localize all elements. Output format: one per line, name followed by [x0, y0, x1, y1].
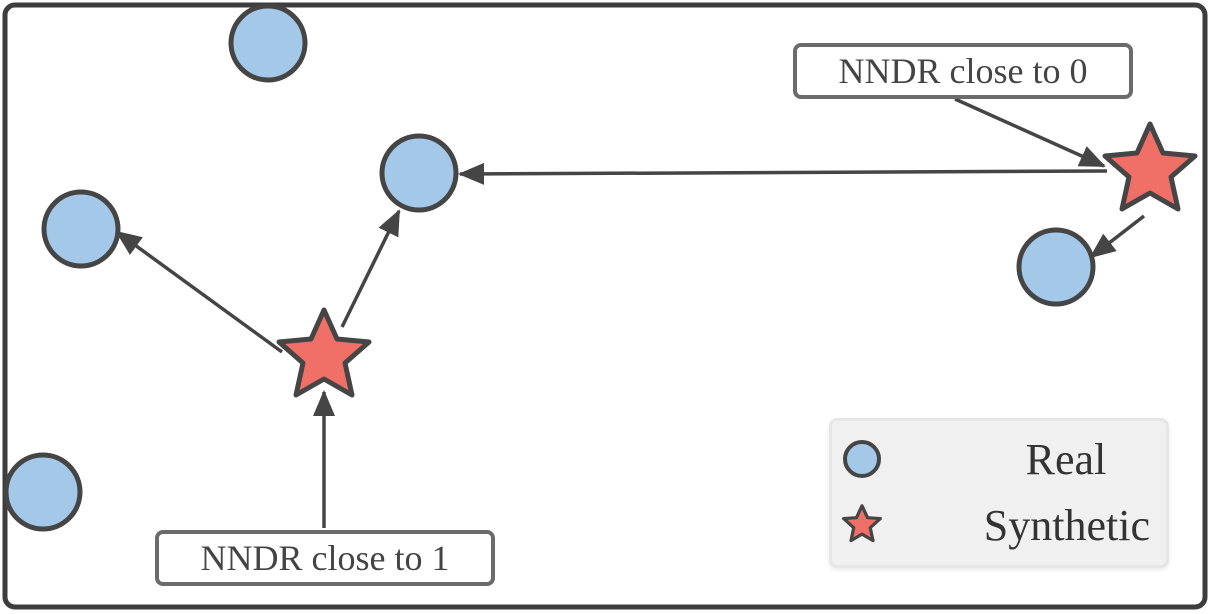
legend-item-synthetic: Synthetic [832, 497, 1166, 553]
arrow-star-left-to-circle-left [115, 230, 284, 354]
real-point [41, 189, 121, 269]
real-point [379, 133, 459, 213]
label-nndr-close-to-0: NNDR close to 0 [793, 43, 1133, 99]
real-point [228, 3, 308, 83]
arrow-star-left-to-circle-center [340, 209, 401, 328]
circle-icon [843, 440, 881, 478]
real-point [3, 452, 83, 532]
arrow-star-right-to-circle-center [458, 162, 1108, 185]
synthetic-point [276, 307, 372, 398]
legend: Real Synthetic [829, 418, 1169, 568]
arrow-star-right-to-circle-right [1089, 214, 1146, 259]
label-nndr-close-to-1: NNDR close to 1 [155, 530, 495, 586]
legend-label-synthetic: Synthetic [983, 500, 1150, 550]
star-icon [842, 504, 882, 543]
legend-item-real: Real [832, 431, 1166, 487]
real-point [1016, 227, 1096, 307]
legend-label-real: Real [1025, 434, 1107, 484]
synthetic-point [1102, 121, 1198, 212]
arrow-label-top-to-star-right [954, 97, 1106, 168]
